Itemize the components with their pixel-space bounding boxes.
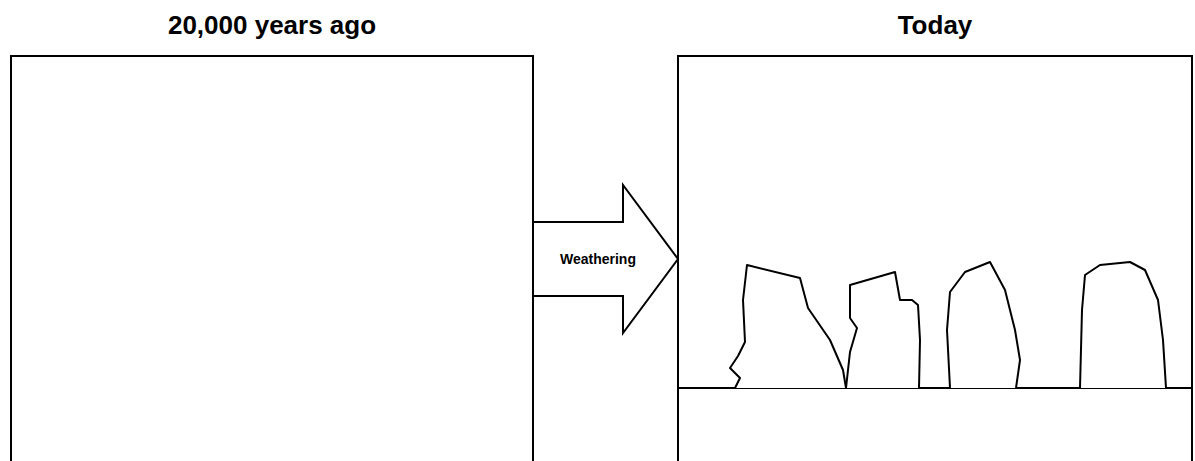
- arrow-label: Weathering: [560, 250, 636, 268]
- rock-formation: [947, 262, 1020, 388]
- rock-formation: [1080, 262, 1166, 388]
- block-arrow: [533, 185, 678, 333]
- frame-heading: 20,000 years ago: [12, 10, 532, 40]
- scene-frame: Today: [677, 55, 1193, 461]
- scene-frame: 20,000 years ago: [10, 55, 534, 461]
- frame-heading: Today: [679, 10, 1191, 40]
- rock-formation: [846, 272, 920, 388]
- rock-formation: [730, 265, 846, 388]
